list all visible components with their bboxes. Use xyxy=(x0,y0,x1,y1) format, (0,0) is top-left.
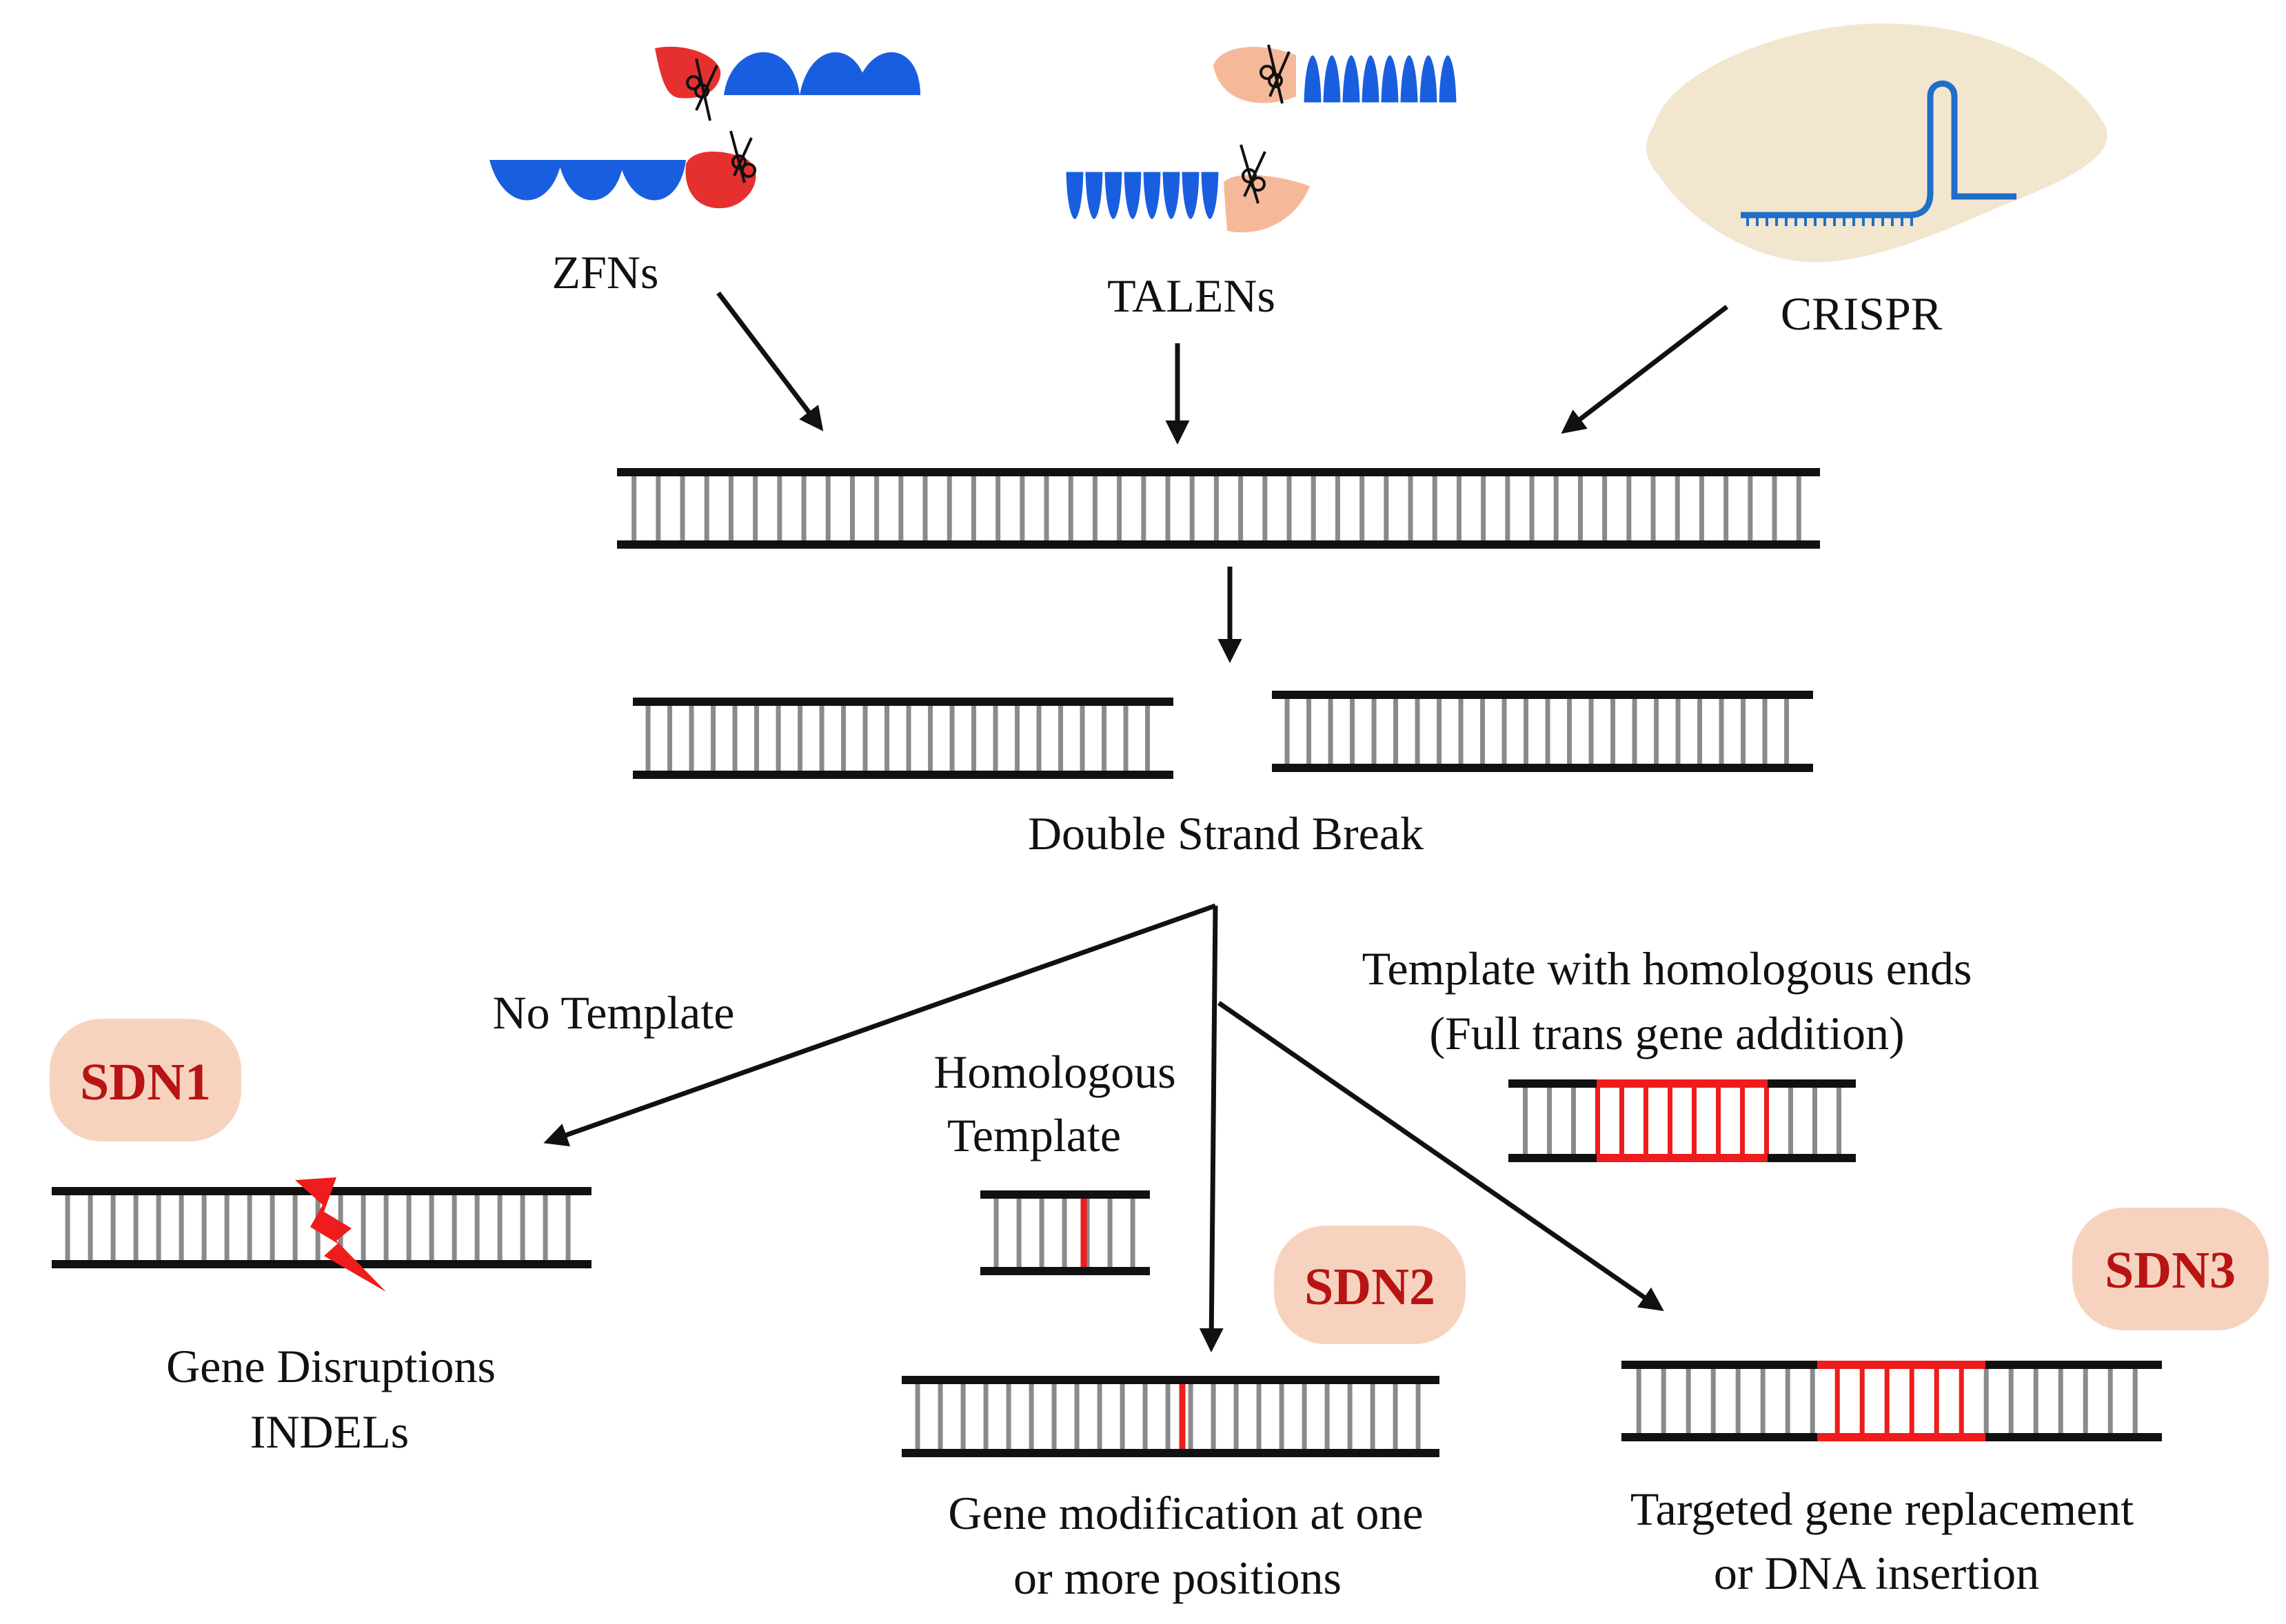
sdn2-outcome-line1: Gene modification at one xyxy=(948,1487,1423,1539)
crispr-label: CRISPR xyxy=(1781,287,1943,340)
talen-repeat xyxy=(1437,53,1459,105)
arrow-crispr-to-dna xyxy=(1561,305,1729,434)
dna-ticks xyxy=(1746,215,1913,226)
double-strand-break-label: Double Strand Break xyxy=(1028,807,1424,860)
scissors-icon xyxy=(1260,44,1291,104)
talen-repeat xyxy=(1160,170,1182,221)
zfn-finger xyxy=(800,52,869,95)
zfn-icon xyxy=(489,46,920,209)
talen-repeat xyxy=(1321,53,1343,105)
branch-line-trunk xyxy=(1199,905,1224,1352)
talen-repeat xyxy=(1302,53,1324,105)
zfn-finger xyxy=(558,160,624,201)
talen-repeat xyxy=(1340,53,1362,105)
dna-fragment-left xyxy=(633,698,1173,779)
template-homologous-ends-label-line2: (Full trans gene addition) xyxy=(1429,1007,1904,1059)
sdn1-outcome-line1: Gene Disruptions xyxy=(166,1340,496,1392)
talen-repeat xyxy=(1102,170,1124,221)
talen-label: TALENs xyxy=(1107,270,1275,322)
talen-repeats-top xyxy=(1302,53,1459,105)
sdn3-badge xyxy=(2072,1208,2269,1330)
homologous-template-dna xyxy=(980,1190,1150,1275)
sdn2-outcome-line2: or more positions xyxy=(1013,1552,1342,1604)
dna-sdn2 xyxy=(902,1376,1439,1457)
talen-repeat xyxy=(1398,53,1420,105)
sdn3-outcome-line2: or DNA insertion xyxy=(1714,1547,2039,1599)
dna-double-helix xyxy=(617,468,1820,549)
talen-icon xyxy=(1064,44,1459,233)
lightning-bolt-icon xyxy=(295,1177,386,1292)
arrow-zfn-to-dna xyxy=(716,291,824,432)
zfn-finger xyxy=(724,52,800,95)
sdn1-badge xyxy=(50,1019,241,1141)
talen-nuclease-bottom xyxy=(1224,174,1310,233)
homologous-template-label-line2: Template xyxy=(947,1109,1121,1161)
no-template-label: No Template xyxy=(493,986,735,1039)
zfn-label: ZFNs xyxy=(552,246,659,298)
template-homologous-ends-label-line1: Template with homologous ends xyxy=(1362,942,1972,995)
talen-repeats-bottom xyxy=(1064,170,1221,221)
sdn3-badge-text: SDN3 xyxy=(2105,1241,2236,1299)
scissors-icon xyxy=(1240,144,1266,204)
branch-line-right xyxy=(1217,1001,1664,1311)
dna-sdn3 xyxy=(1621,1361,2162,1441)
sdn1-badge-text: SDN1 xyxy=(80,1053,211,1111)
talen-repeat xyxy=(1141,170,1163,221)
insertion-template-dna xyxy=(1508,1079,1856,1162)
sdn2-badge-text: SDN2 xyxy=(1304,1258,1435,1316)
talen-repeat xyxy=(1064,170,1086,221)
scissors-icon xyxy=(686,58,718,121)
talen-repeat xyxy=(1180,170,1202,221)
talen-repeat xyxy=(1199,170,1221,221)
cas9-protein xyxy=(1646,23,2107,263)
talen-repeat xyxy=(1083,170,1105,221)
zfn-finger xyxy=(619,160,686,201)
zfn-nuclease-top xyxy=(655,46,721,99)
sdn2-badge xyxy=(1274,1226,1466,1344)
crispr-icon xyxy=(1646,23,2107,263)
homologous-template-label-line1: Homologous xyxy=(933,1046,1175,1098)
guide-rna xyxy=(1741,80,2016,219)
talen-repeat xyxy=(1417,53,1439,105)
talen-repeat xyxy=(1359,53,1382,105)
talen-repeat xyxy=(1379,53,1401,105)
talen-repeat xyxy=(1122,170,1144,221)
zfn-finger xyxy=(855,52,920,95)
zfn-finger xyxy=(489,160,562,201)
sdn1-outcome-line2: INDELs xyxy=(250,1405,409,1458)
scissors-icon xyxy=(729,130,756,183)
talen-nuclease-top xyxy=(1213,47,1296,103)
branch-line-left xyxy=(543,903,1217,1147)
dna-fragment-right xyxy=(1272,691,1813,772)
sdn3-outcome-line1: Targeted gene replacement xyxy=(1630,1483,2134,1535)
